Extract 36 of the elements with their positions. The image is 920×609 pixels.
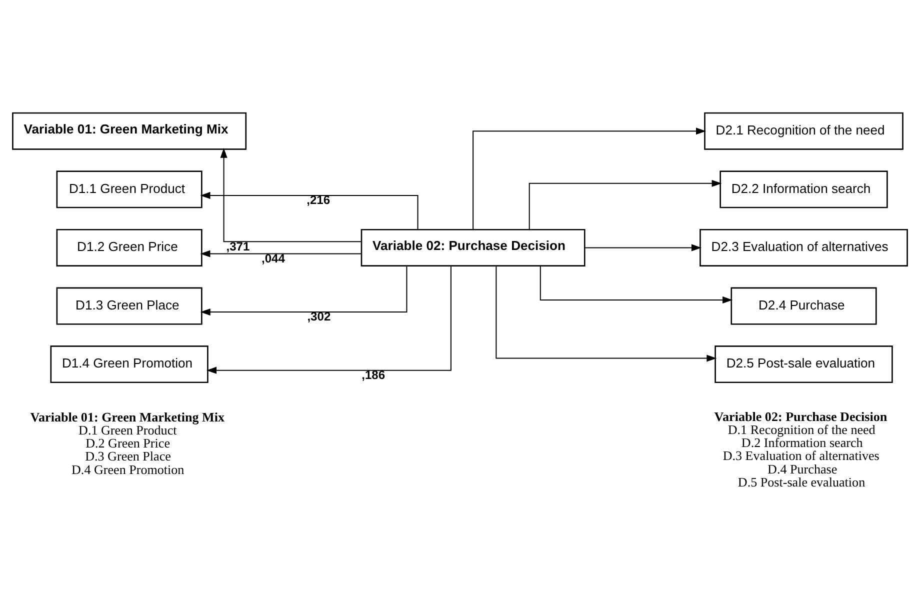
arrow <box>220 147 362 242</box>
node-box: D1.2 Green Price <box>56 228 202 266</box>
node-box: D2.2 Information search <box>720 170 888 208</box>
node-box: D2.3 Evaluation of alternatives <box>700 228 908 266</box>
label: D.1 Recognition of the need <box>728 422 876 437</box>
node-box: D1.1 Green Product <box>56 170 202 208</box>
label: D.2 Green Price <box>86 435 170 450</box>
label: Variable 01: Green Marketing Mix <box>30 408 225 424</box>
label: D.5 Post-sale evaluation <box>738 474 866 489</box>
label: D.1 Green Product <box>78 422 177 438</box>
node-box: D2.5 Post-sale evaluation <box>714 345 893 383</box>
label: D.3 Green Place <box>85 448 171 464</box>
edge-label: ,302 <box>307 309 331 324</box>
label: Variable 02: Purchase Decision <box>714 408 888 424</box>
arrow <box>206 265 452 374</box>
edge-label: ,371 <box>226 238 250 253</box>
label: D.4 Green Promotion <box>72 461 184 476</box>
node-box: D1.4 Green Promotion <box>50 345 208 383</box>
label: D.3 Evaluation of alternatives <box>722 448 880 463</box>
edge-label: ,216 <box>306 192 330 207</box>
arrow <box>472 127 706 229</box>
node-box: D2.4 Purchase <box>730 286 877 324</box>
arrow <box>200 250 362 257</box>
label: D.4 Purchase <box>768 460 838 476</box>
edge-label: ,044 <box>261 250 285 265</box>
node-box: Variable 01: Green Marketing Mix <box>12 112 247 150</box>
node-box: D2.1 Recognition of the need <box>704 112 904 150</box>
node-box: D1.3 Green Place <box>56 286 202 324</box>
edge-label: ,186 <box>362 367 386 382</box>
arrow <box>528 179 722 229</box>
arrow <box>200 191 418 229</box>
arrow <box>200 265 408 316</box>
node-box: Variable 02: Purchase Decision <box>360 228 586 266</box>
arrow <box>496 265 717 362</box>
arrow <box>540 266 733 303</box>
arrow <box>585 244 702 251</box>
